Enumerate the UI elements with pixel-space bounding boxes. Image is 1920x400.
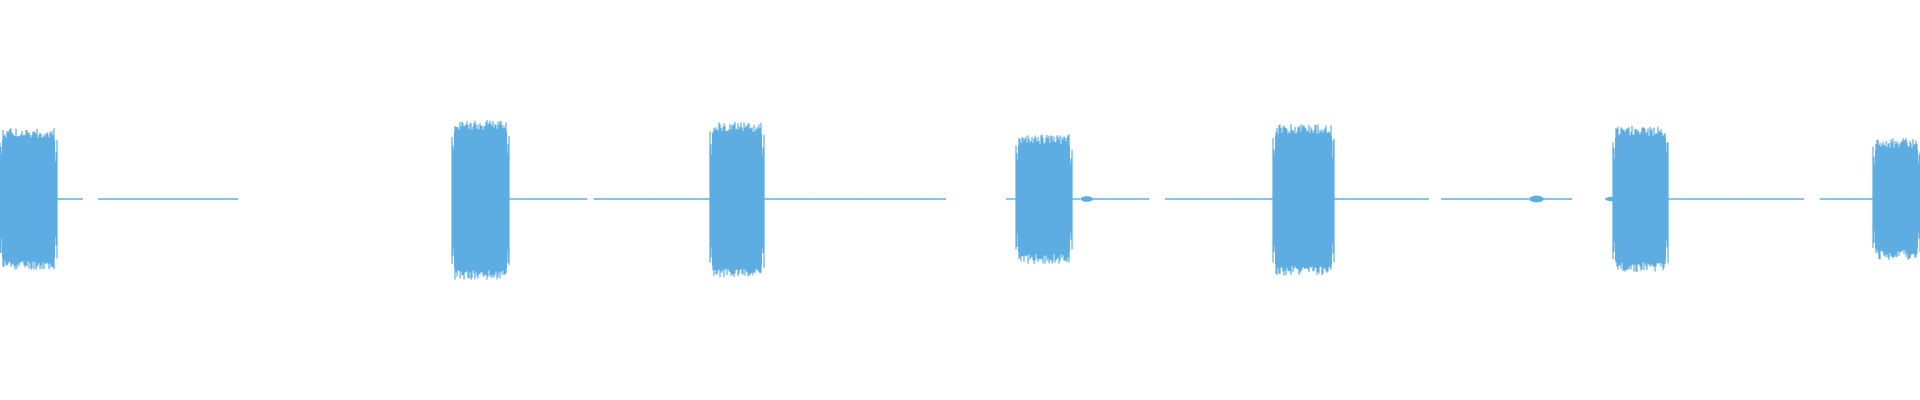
waveform-burst (709, 122, 765, 278)
waveform-burst (0, 128, 58, 270)
waveform-burst (1272, 124, 1335, 276)
waveform-burst (1872, 138, 1920, 260)
waveform-burst (1612, 126, 1669, 272)
waveform-burst (451, 120, 510, 280)
waveform-burst (1015, 134, 1073, 264)
